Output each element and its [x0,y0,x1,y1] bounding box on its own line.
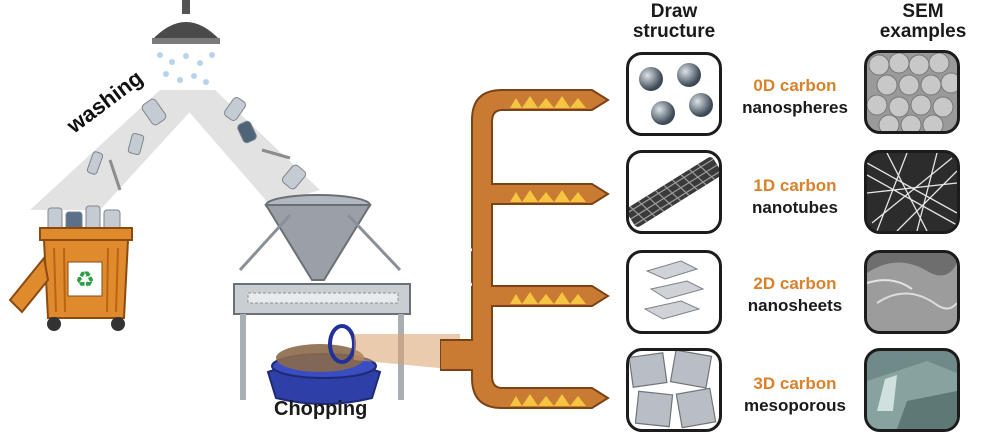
draw-structure-3d [626,348,722,432]
draw-structure-2d [626,250,722,334]
recycle-bin: ♻ [8,205,133,331]
category-title-2d: 2D carbon [753,274,837,293]
washing-illustration: ♻ [8,0,460,405]
category-title-0d: 0D carbon [753,76,837,95]
water-drops [157,52,215,85]
category-title-3d: 3D carbon [753,374,837,393]
draw-structure-1d [626,150,722,234]
sem-image-3d [864,348,960,432]
sem-examples-header: SEM examples [879,1,967,42]
category-subtitle-0d: nanospheres [742,98,848,117]
recycle-icon: ♻ [75,268,95,293]
funnel-icon [264,194,372,281]
shower-head-icon [152,0,220,44]
chopping-bowl [266,324,382,405]
sem-image-1d [864,150,960,234]
draw-structure-0d [626,52,722,136]
category-subtitle-2d: nanosheets [747,296,843,315]
category-title-1d: 1D carbon [753,176,837,195]
chopping-label: Chopping [274,398,368,420]
sem-image-2d [864,250,960,334]
category-subtitle-3d: mesoporous [743,396,847,415]
draw-structure-header: Draw structure [632,1,716,42]
sem-image-0d [864,50,960,134]
pyrolysis-label: Pyrolysis [452,214,473,300]
pyrolysis-pipe [440,89,610,409]
category-subtitle-1d: nanotubes [752,198,838,217]
